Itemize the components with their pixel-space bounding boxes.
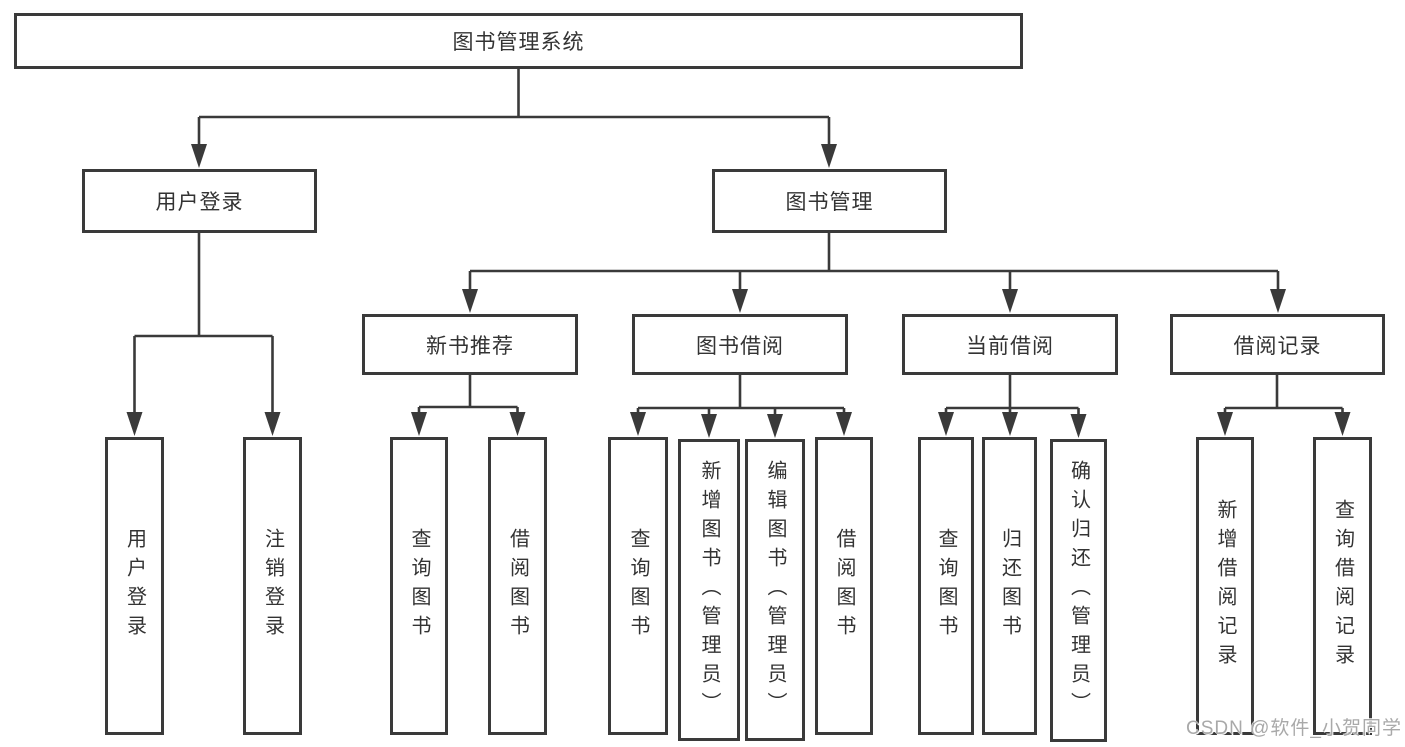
node-new-book-recommend: 新书推荐 [362, 314, 578, 375]
node-borrow-records: 借阅记录 [1170, 314, 1385, 375]
leaf-borrow-books-recommend: 借阅图书 [488, 437, 547, 735]
leaf-add-borrow-record: 新增借阅记录 [1196, 437, 1254, 735]
connector-current-borrow-children [938, 375, 1087, 438]
leaf-return-books: 归还图书 [982, 437, 1037, 735]
leaf-query-books-current: 查询图书 [918, 437, 974, 735]
leaf-edit-books-admin: 编辑图书（管理员） [745, 439, 805, 741]
leaf-confirm-return-admin: 确认归还（管理员） [1050, 439, 1107, 742]
leaf-user-login: 用户登录 [105, 437, 164, 735]
leaf-query-books-recommend: 查询图书 [390, 437, 448, 735]
connector-book-management-children [462, 233, 1286, 313]
connector-user-login-children [126, 233, 281, 436]
leaf-add-books-admin: 新增图书（管理员） [678, 439, 740, 741]
node-current-borrow: 当前借阅 [902, 314, 1118, 375]
node-book-management: 图书管理 [712, 169, 947, 233]
leaf-query-borrow-record: 查询借阅记录 [1313, 437, 1372, 735]
leaf-query-books-borrow: 查询图书 [608, 437, 668, 735]
node-book-borrow: 图书借阅 [632, 314, 848, 375]
leaf-logout: 注销登录 [243, 437, 302, 735]
node-library-management-system: 图书管理系统 [14, 13, 1023, 69]
connector-book-borrow-children [630, 375, 852, 438]
connector-root-to-level2 [191, 69, 837, 168]
node-user-login: 用户登录 [82, 169, 317, 233]
leaf-borrow-books: 借阅图书 [815, 437, 873, 735]
csdn-watermark: CSDN @软件_小贺同学 [1186, 718, 1402, 739]
connector-new-book-recommend-children [411, 375, 526, 436]
connector-borrow-records-children [1217, 375, 1351, 436]
